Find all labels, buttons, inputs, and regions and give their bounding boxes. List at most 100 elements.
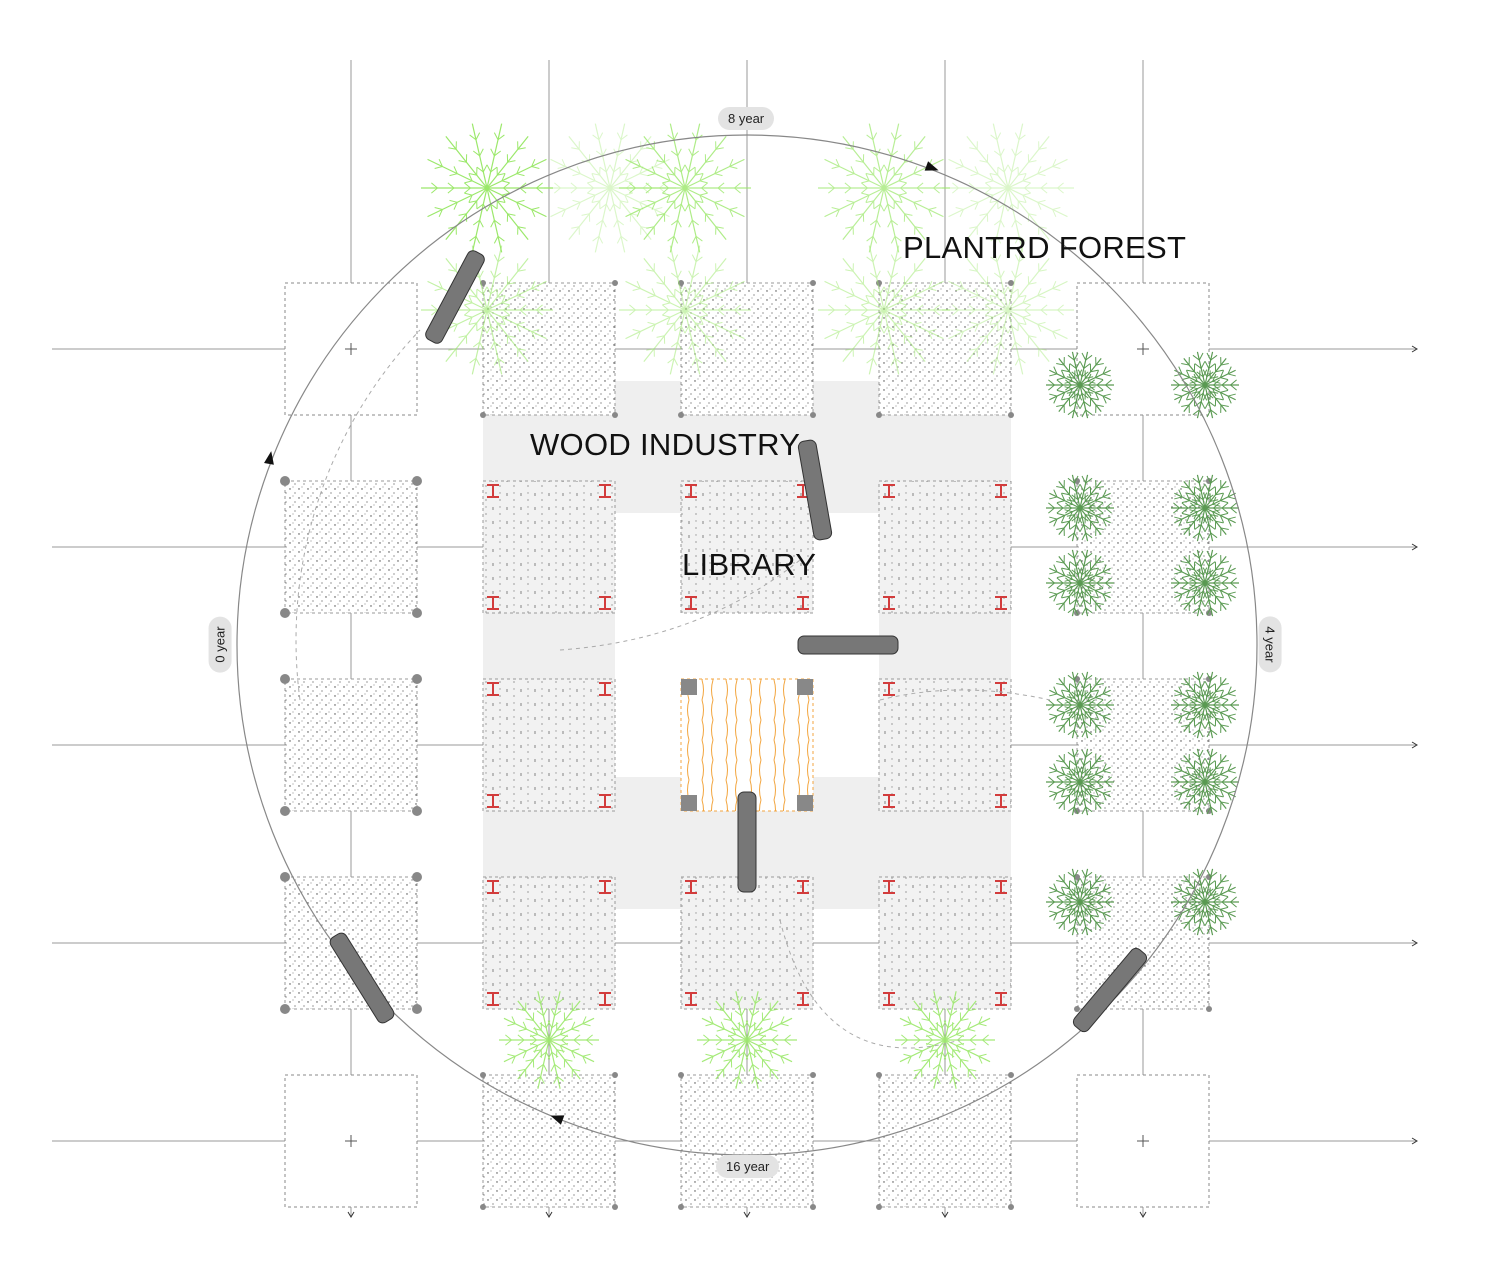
twig — [1067, 354, 1075, 361]
twig — [952, 187, 959, 194]
twig — [844, 309, 852, 316]
tree-icon — [1046, 671, 1114, 739]
twig — [1212, 509, 1221, 513]
twig — [1230, 582, 1237, 589]
twig — [755, 1076, 763, 1082]
twig — [1181, 774, 1190, 778]
twig — [734, 187, 741, 194]
steel-beam-icon — [487, 682, 499, 696]
twig — [757, 1027, 762, 1035]
twig — [1048, 507, 1055, 514]
twig — [1196, 371, 1204, 378]
twig — [1204, 599, 1210, 607]
twig — [688, 270, 693, 279]
twig — [1210, 871, 1218, 878]
twig — [717, 187, 725, 194]
twig — [516, 288, 521, 296]
twig — [1204, 918, 1210, 926]
twig — [1215, 914, 1224, 918]
twig — [1208, 486, 1216, 492]
twig — [1085, 552, 1093, 559]
twig — [955, 329, 964, 332]
twig — [989, 322, 998, 325]
twig — [1208, 401, 1216, 407]
twig — [1049, 516, 1058, 520]
twig — [542, 1064, 548, 1072]
twig — [1048, 384, 1055, 391]
branch — [992, 123, 1009, 189]
twig — [1212, 783, 1221, 787]
twig — [1056, 389, 1065, 393]
twig — [1227, 790, 1236, 794]
twig — [1056, 774, 1065, 778]
forest-plot — [284, 480, 418, 614]
tree-icon — [942, 123, 1074, 253]
twig — [1230, 379, 1237, 386]
twig — [591, 173, 596, 182]
twig — [997, 325, 1005, 332]
twig — [996, 358, 1002, 366]
twig — [1087, 509, 1096, 513]
twig — [609, 203, 615, 212]
twig — [529, 1034, 538, 1038]
twig — [1090, 595, 1099, 599]
arrow-down-icon — [743, 1211, 751, 1218]
twig — [715, 1068, 724, 1072]
twig — [928, 207, 937, 210]
twig — [1094, 493, 1100, 501]
twig — [1193, 708, 1198, 717]
twig — [486, 164, 492, 173]
twig — [970, 199, 979, 203]
twig — [1220, 801, 1229, 804]
twig — [1102, 395, 1107, 404]
branch — [1079, 868, 1089, 903]
twig — [1056, 760, 1065, 763]
twig — [846, 199, 855, 203]
twig — [640, 226, 649, 229]
twig — [1185, 909, 1191, 917]
twig — [536, 304, 543, 311]
steel-beam-icon — [883, 596, 895, 610]
twig — [1220, 774, 1229, 778]
twig — [1208, 918, 1216, 924]
twig — [1105, 776, 1112, 783]
branch — [1007, 187, 1024, 253]
twig — [517, 1068, 526, 1072]
twig — [547, 1020, 553, 1029]
twig — [476, 166, 484, 173]
twig — [1190, 901, 1197, 908]
twig — [762, 1059, 771, 1062]
twig — [632, 329, 641, 332]
twig — [1174, 591, 1183, 595]
branch — [1071, 507, 1081, 542]
twig — [916, 187, 924, 194]
twig — [770, 1068, 779, 1072]
twig — [1018, 256, 1026, 263]
twig — [554, 1063, 562, 1070]
column-dot — [480, 1072, 486, 1078]
branch — [568, 136, 611, 189]
twig — [1227, 373, 1236, 377]
branch — [1174, 582, 1206, 599]
twig — [692, 219, 700, 226]
twig — [979, 282, 988, 285]
twig — [464, 187, 471, 194]
twig — [904, 282, 913, 285]
branch — [1174, 689, 1206, 706]
twig — [979, 213, 988, 216]
twig — [591, 173, 600, 176]
twig — [758, 1034, 767, 1038]
twig — [1079, 559, 1085, 567]
twig — [1220, 486, 1229, 489]
branch — [1204, 748, 1214, 783]
twig — [1102, 496, 1111, 500]
twig — [636, 159, 641, 167]
twig — [1048, 379, 1055, 386]
twig — [497, 256, 505, 263]
twig — [1198, 532, 1204, 541]
twig — [1174, 516, 1183, 520]
twig — [1056, 602, 1065, 605]
twig — [1219, 690, 1225, 698]
twig — [1056, 486, 1065, 489]
twig — [1024, 309, 1031, 316]
